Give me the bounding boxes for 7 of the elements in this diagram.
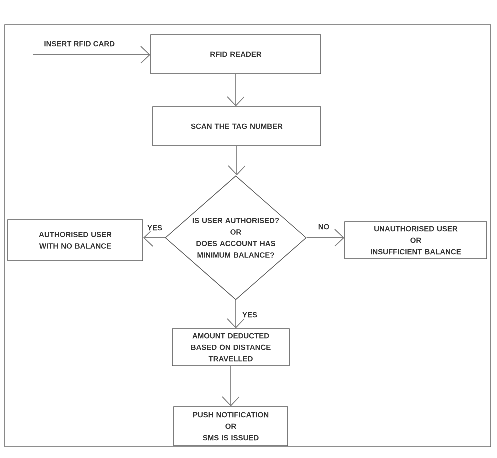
arrow [227,300,245,329]
arrow [222,366,240,407]
arrow [227,74,245,107]
arrow [306,229,345,247]
arrow [143,229,166,247]
arrow [32,46,151,64]
arrow [228,146,246,176]
